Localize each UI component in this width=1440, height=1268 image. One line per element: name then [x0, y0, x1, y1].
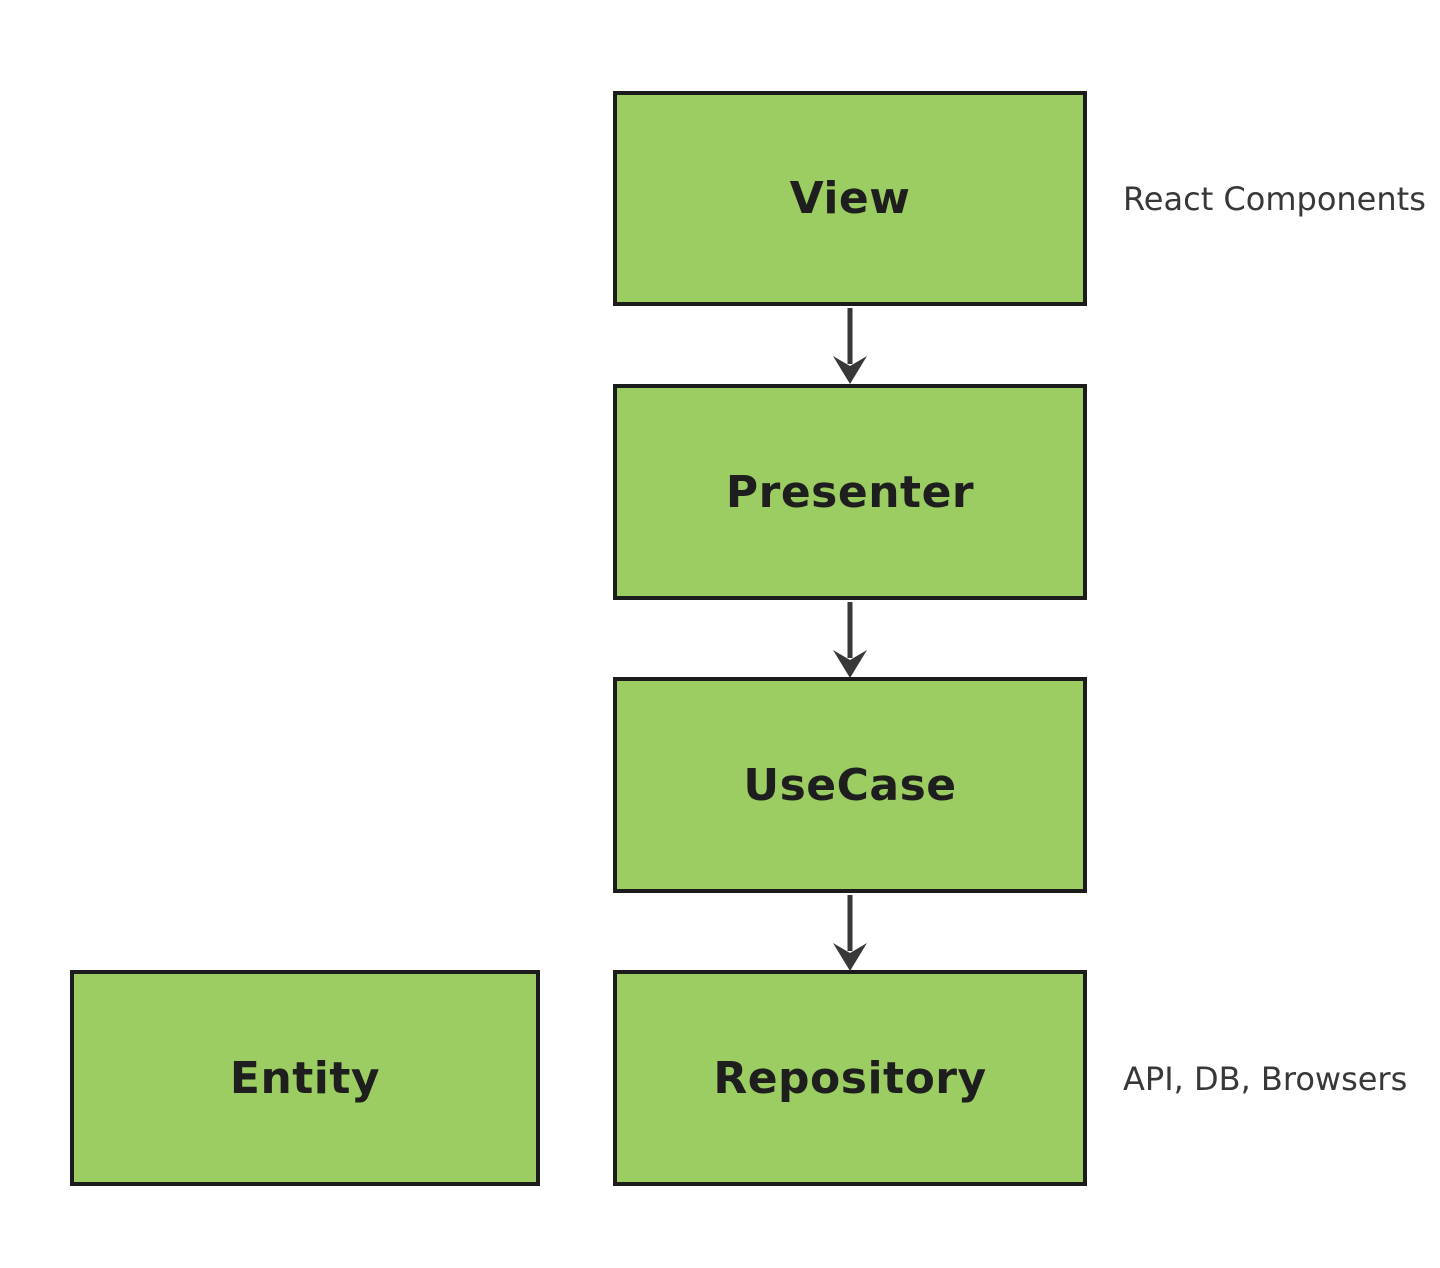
arrow-down-icon [833, 602, 867, 678]
node-presenter-label: Presenter [725, 466, 975, 518]
node-view: View [613, 91, 1087, 306]
arrow-view-to-presenter [828, 306, 872, 385]
arrow-presenter-to-usecase [828, 600, 872, 679]
node-entity: Entity [70, 970, 540, 1186]
arrow-down-icon [833, 308, 867, 384]
node-usecase-label: UseCase [743, 759, 957, 811]
arrow-down-icon [833, 895, 867, 971]
node-usecase: UseCase [613, 677, 1087, 893]
node-repository-label: Repository [713, 1052, 987, 1104]
annotation-react-components: React Components [1123, 180, 1426, 218]
node-presenter: Presenter [613, 384, 1087, 600]
node-view-label: View [789, 173, 911, 224]
annotation-api-db-browsers: API, DB, Browsers [1123, 1060, 1408, 1098]
node-repository: Repository [613, 970, 1087, 1186]
node-entity-label: Entity [229, 1052, 381, 1104]
arrow-usecase-to-repository [828, 893, 872, 972]
